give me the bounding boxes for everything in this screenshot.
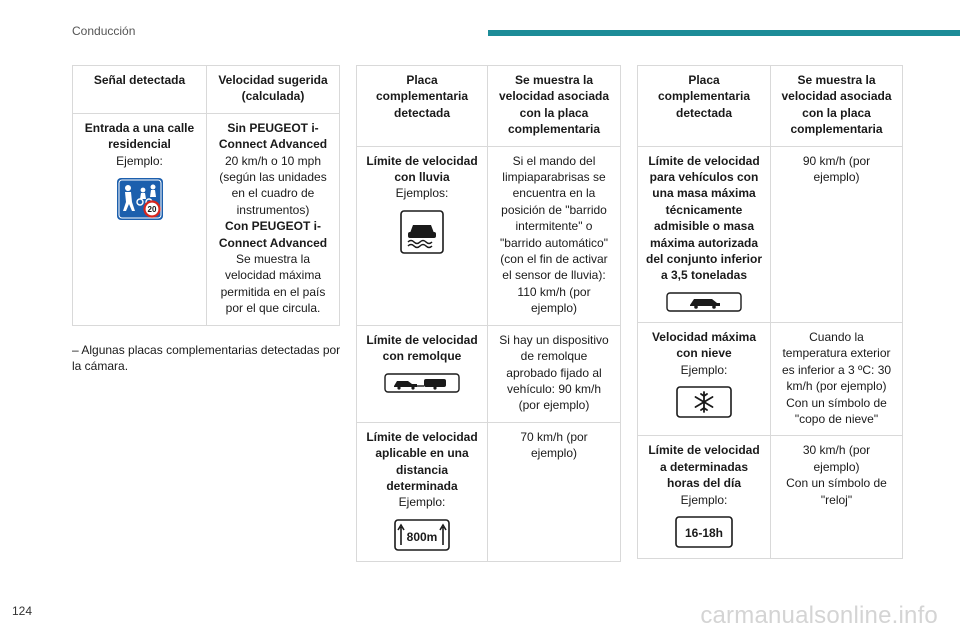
- associated-speed-text: 70 km/h (por ejemplo): [520, 429, 588, 461]
- plate-cell: Límite de velocidad con remolque: [356, 324, 488, 423]
- time-range-plate-label: 16-18h: [685, 526, 723, 540]
- column-header-detected-sign: Señal detectada: [72, 65, 207, 114]
- table-row: Límite de velocidad con remolque Si hay …: [356, 324, 621, 423]
- detected-sign-table: Señal detectada Velocidad sugerida (calc…: [72, 65, 340, 326]
- time-range-plate-icon: 16-18h: [675, 516, 733, 548]
- plate-cell: Límite de velocidad aplicable en una dis…: [356, 421, 488, 562]
- associated-speed-text: 30 km/h (por ejemplo): [802, 443, 871, 474]
- with-connect-heading: Con PEUGEOT i-Connect Advanced: [218, 219, 328, 250]
- page-number: 124: [12, 604, 33, 618]
- plate-title: Límite de velocidad a determinadas horas…: [648, 443, 760, 491]
- associated-speed-text: Si hay un dispositivo de remolque aproba…: [499, 332, 609, 413]
- sign-cell: Entrada a una calle residencial Ejemplo:…: [72, 112, 207, 326]
- table-row: Límite de velocidad con lluvia Ejemplos:…: [356, 145, 621, 326]
- plate-title: Límite de velocidad con remolque: [366, 332, 478, 364]
- plate-cell: Límite de velocidad con lluvia Ejemplos:: [356, 145, 488, 326]
- associated-speed-cell: 90 km/h (por ejemplo): [770, 145, 903, 323]
- column-header-suggested-speed: Velocidad sugerida (calculada): [206, 65, 340, 114]
- column-header-associated-speed: Se muestra la velocidad asociada con la …: [487, 65, 621, 147]
- note-text: – Algunas placas complementarias detecta…: [72, 343, 341, 374]
- trailer-plate-icon: [384, 372, 460, 393]
- associated-speed-text: Si el mando del limpiaparabrisas se encu…: [500, 153, 608, 316]
- table-row: Límite de velocidad a determinadas horas…: [637, 435, 903, 559]
- with-connect-text: Se muestra la velocidad máxima permitida…: [220, 252, 326, 316]
- sign-title: Entrada a una calle residencial: [84, 120, 195, 152]
- speed-cell: Sin PEUGEOT i-Connect Advanced 20 km/h o…: [206, 112, 340, 326]
- plate-example-label: Ejemplos:: [395, 186, 449, 201]
- associated-speed-cell: Cuando la temperatura exterior es inferi…: [770, 321, 903, 437]
- distance-plate-label: 800m: [407, 530, 438, 544]
- plate-example-label: Ejemplo:: [680, 362, 728, 377]
- column-header-plate: Placa complementaria detectada: [637, 65, 771, 147]
- associated-speed-text: 90 km/h (por ejemplo): [802, 153, 871, 185]
- plate-title: Límite de velocidad aplicable en una dis…: [366, 429, 478, 493]
- table-row: Velocidad máxima con nieve Ejemplo: Cuan…: [637, 321, 903, 437]
- plate-cell: Velocidad máxima con nieve Ejemplo:: [637, 321, 771, 437]
- associated-speed-cell: Si el mando del limpiaparabrisas se encu…: [487, 145, 621, 326]
- table-row: Entrada a una calle residencial Ejemplo:…: [72, 112, 340, 326]
- associated-speed-text: Cuando la temperatura exterior es inferi…: [781, 329, 892, 394]
- header-accent-bar: [488, 30, 960, 36]
- sign-example-label: Ejemplo:: [116, 153, 163, 168]
- associated-speed-symbol-text: Con un símbolo de "reloj": [786, 476, 887, 507]
- plate-example-label: Ejemplo:: [398, 495, 446, 510]
- associated-speed-cell: Si hay un dispositivo de remolque aproba…: [487, 324, 621, 423]
- without-connect-heading: Sin PEUGEOT i-Connect Advanced: [218, 120, 328, 152]
- complementary-plate-table-2: Placa complementaria detectada Se muestr…: [637, 65, 903, 559]
- associated-speed-symbol-text: Con un símbolo de "copo de nieve": [786, 395, 887, 426]
- plate-cell: Límite de velocidad para vehículos con u…: [637, 145, 771, 323]
- plate-cell: Límite de velocidad a determinadas horas…: [637, 435, 771, 559]
- snowflake-plate-icon: [676, 386, 732, 418]
- plate-title: Velocidad máxima con nieve: [651, 329, 757, 361]
- plate-example-label: Ejemplo:: [680, 492, 728, 507]
- column-header-associated-speed: Se muestra la velocidad asociada con la …: [770, 65, 903, 147]
- associated-speed-cell: 70 km/h (por ejemplo): [487, 421, 621, 562]
- associated-speed-cell: 30 km/h (por ejemplo) Con un símbolo de …: [770, 435, 903, 559]
- table-row: Límite de velocidad aplicable en una dis…: [356, 421, 621, 562]
- rain-car-plate-icon: [400, 210, 444, 254]
- watermark: carmanualsonline.info: [700, 602, 938, 629]
- distance-plate-icon: 800m: [394, 518, 450, 551]
- table-row: Límite de velocidad para vehículos con u…: [637, 145, 903, 323]
- without-connect-text: 20 km/h o 10 mph (según las unidades en …: [219, 153, 327, 217]
- complementary-plate-table-1: Placa complementaria detectada Se muestr…: [356, 65, 621, 562]
- plate-title: Límite de velocidad con lluvia: [366, 153, 478, 185]
- column-header-plate: Placa complementaria detectada: [356, 65, 488, 147]
- section-title: Conducción: [72, 24, 136, 38]
- speed-limit-badge: 20: [147, 205, 156, 214]
- residential-street-sign-icon: 20: [116, 178, 163, 221]
- plate-title: Límite de velocidad para vehículos con u…: [646, 153, 762, 283]
- vehicle-mass-plate-icon: [666, 292, 742, 312]
